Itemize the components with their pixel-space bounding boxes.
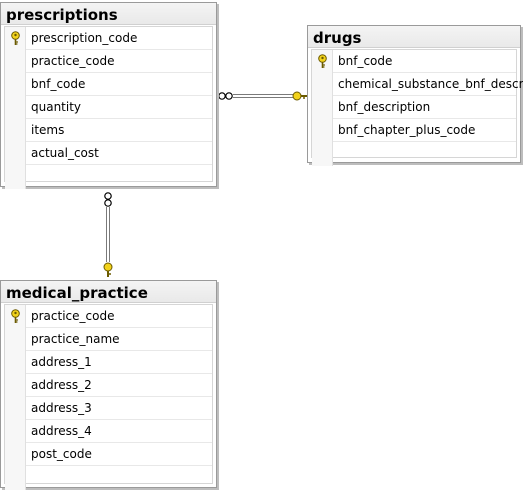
column-name: practice_code bbox=[31, 54, 115, 68]
column-row[interactable]: address_3 bbox=[5, 397, 212, 420]
key-icon bbox=[103, 262, 113, 277]
column-list: bnf_code chemical_substance_bnf_descr bn… bbox=[311, 49, 523, 166]
column-name: practice_code bbox=[31, 309, 115, 323]
column-name: bnf_code bbox=[31, 77, 86, 91]
empty-row bbox=[5, 466, 212, 490]
table-prescriptions[interactable]: prescriptions prescription_code practice… bbox=[0, 2, 217, 189]
column-name: bnf_chapter_plus_code bbox=[338, 123, 476, 137]
column-row[interactable]: address_4 bbox=[5, 420, 212, 443]
column-row[interactable]: practice_code bbox=[5, 305, 212, 328]
key-icon bbox=[292, 91, 307, 101]
column-name: practice_name bbox=[31, 332, 120, 346]
column-name: address_3 bbox=[31, 401, 92, 415]
column-name: quantity bbox=[31, 100, 82, 114]
column-name: bnf_code bbox=[338, 54, 393, 68]
column-name: prescription_code bbox=[31, 31, 138, 45]
column-list: prescription_code practice_code bnf_code… bbox=[4, 26, 213, 189]
column-name: address_2 bbox=[31, 378, 92, 392]
column-name: address_1 bbox=[31, 355, 92, 369]
infinity-icon bbox=[104, 192, 112, 207]
column-row[interactable]: prescription_code bbox=[5, 27, 212, 50]
infinity-icon bbox=[218, 92, 233, 100]
table-medical-practice[interactable]: medical_practice practice_code practice_… bbox=[0, 280, 217, 490]
column-name: bnf_description bbox=[338, 100, 431, 114]
column-row[interactable]: address_2 bbox=[5, 374, 212, 397]
column-name: actual_cost bbox=[31, 146, 99, 160]
relationship-prescriptions-medical-practice[interactable] bbox=[103, 192, 113, 277]
column-row[interactable]: address_1 bbox=[5, 351, 212, 374]
table-title: prescriptions bbox=[1, 3, 216, 25]
column-row[interactable]: post_code bbox=[5, 443, 212, 466]
empty-row bbox=[5, 165, 212, 189]
primary-key-icon bbox=[318, 54, 327, 68]
column-row[interactable]: bnf_chapter_plus_code bbox=[312, 119, 516, 142]
column-name: address_4 bbox=[31, 424, 92, 438]
column-row[interactable]: practice_name bbox=[5, 328, 212, 351]
column-row[interactable]: practice_code bbox=[5, 50, 212, 73]
table-title: medical_practice bbox=[1, 281, 216, 303]
column-row[interactable]: items bbox=[5, 119, 212, 142]
column-name: items bbox=[31, 123, 65, 137]
column-row[interactable]: quantity bbox=[5, 96, 212, 119]
column-row[interactable]: bnf_code bbox=[5, 73, 212, 96]
relationship-prescriptions-drugs[interactable] bbox=[218, 91, 307, 101]
column-row[interactable]: chemical_substance_bnf_descr bbox=[312, 73, 523, 96]
column-name: post_code bbox=[31, 447, 92, 461]
column-name: chemical_substance_bnf_descr bbox=[338, 77, 523, 91]
table-drugs[interactable]: drugs bnf_code chemical_substance_bnf_de… bbox=[307, 25, 523, 166]
column-row[interactable]: bnf_description bbox=[312, 96, 516, 119]
column-list: practice_code practice_name address_1 ad… bbox=[4, 304, 213, 490]
empty-row bbox=[312, 142, 516, 166]
column-row[interactable]: actual_cost bbox=[5, 142, 212, 165]
column-row[interactable]: bnf_code bbox=[312, 50, 516, 73]
table-title: drugs bbox=[308, 26, 520, 48]
primary-key-icon bbox=[11, 31, 20, 45]
primary-key-icon bbox=[11, 309, 20, 323]
